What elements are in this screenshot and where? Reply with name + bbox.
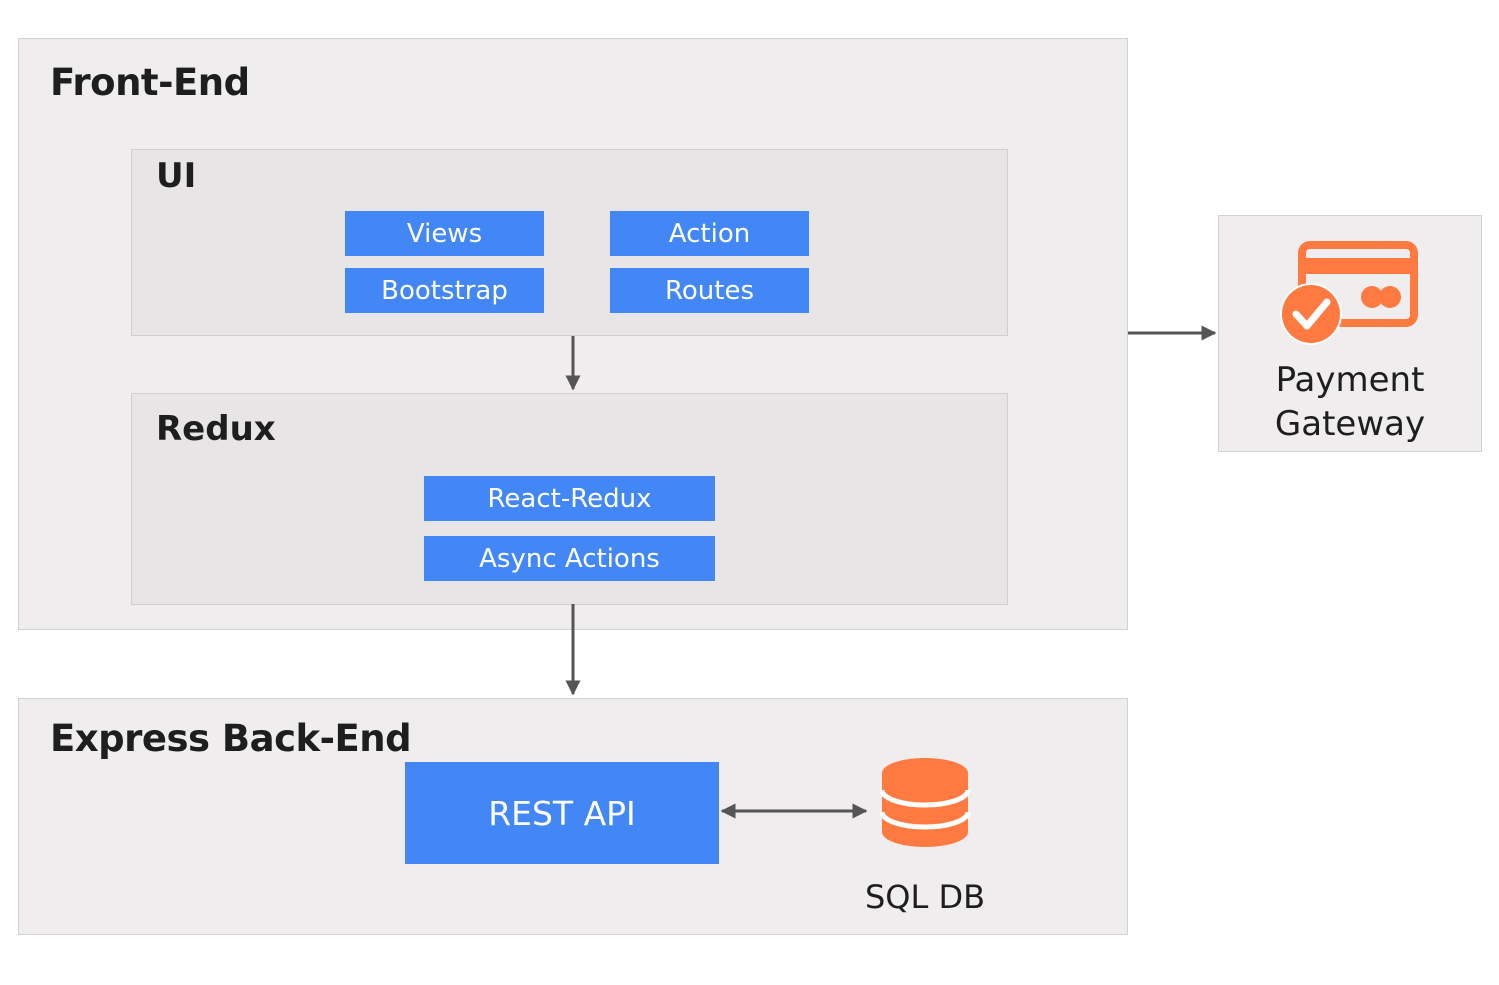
redux-title: Redux — [156, 409, 276, 449]
sql-db-label: SQL DB — [864, 878, 986, 916]
payment-gateway-label: Payment Gateway — [1218, 358, 1482, 446]
ui-panel: UI — [131, 149, 1008, 336]
views-chip: Views — [345, 211, 544, 256]
rest-api-box: REST API — [405, 762, 719, 864]
ui-title: UI — [156, 156, 197, 196]
bootstrap-chip: Bootstrap — [345, 268, 544, 313]
async-actions-chip: Async Actions — [424, 536, 715, 581]
payment-gateway-line2: Gateway — [1274, 404, 1426, 444]
react-redux-chip: React-Redux — [424, 476, 715, 521]
action-chip: Action — [610, 211, 809, 256]
backend-title: Express Back-End — [50, 717, 412, 760]
frontend-title: Front-End — [50, 61, 250, 104]
payment-gateway-line1: Payment — [1275, 360, 1425, 400]
routes-chip: Routes — [610, 268, 809, 313]
